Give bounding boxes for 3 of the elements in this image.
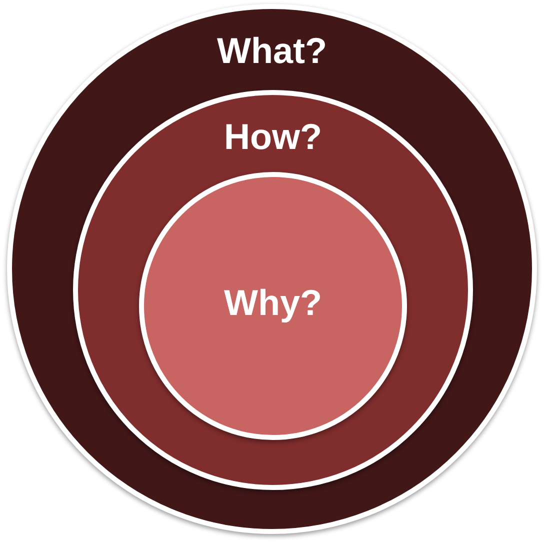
circle-label: How? bbox=[223, 119, 323, 155]
circle-label: What? bbox=[216, 33, 328, 69]
circle-label: Why? bbox=[223, 285, 323, 321]
